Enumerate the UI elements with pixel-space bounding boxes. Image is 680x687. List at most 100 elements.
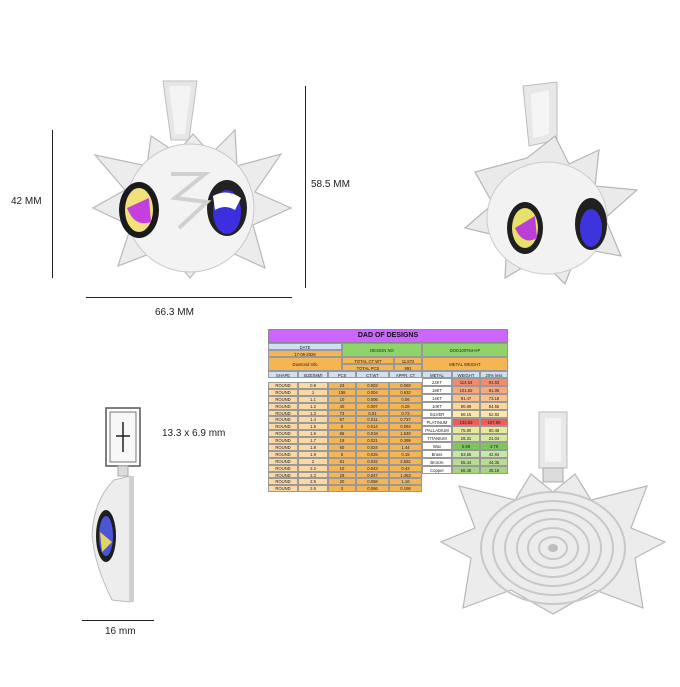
diamond-cell: ROUND [268,416,298,424]
diamond-cell: 81 [328,457,356,465]
diamond-cell: 0.025 [356,450,389,458]
diamond-cell: 0.73 [389,409,422,417]
diamond-cell: 1.5 [298,423,328,431]
diamond-cell: ROUND [268,464,298,472]
diamond-cell: 2 [298,457,328,465]
total-height-dimension-line [305,86,306,288]
total-pcs-label: TOTAL PCS [342,364,394,371]
diamond-cell: 1.8 [298,444,328,451]
diamond-cell: 0.9 [298,382,328,389]
diamond-cell: 0.28 [389,402,422,410]
diamond-cell: 73 [328,409,356,417]
metal-cell: 18KT [422,386,452,394]
diamond-cell: 0.047 [356,471,389,479]
diamond-cell: 0.198 [389,485,422,493]
metal-cell: 101.82 [452,386,480,394]
metal-cell: 64.55 [480,402,508,410]
metal-cell: 44.35 [480,458,508,466]
diamond-cell: 0.06 [389,395,422,403]
metal-weight-label: METAL WEIGHT [422,357,508,371]
diamond-cell: 0.018 [356,430,389,438]
diamond-cell: 2.2 [298,464,328,472]
depth-side-label: 16 mm [105,626,136,637]
spec-table-title: DAD OF DESIGNS [268,329,508,343]
diamond-header-cell: CT.WT [356,371,389,378]
diamond-info-label: Diamond Info [268,357,342,371]
diamond-cell: ROUND [268,409,298,417]
metal-cell: 55.44 [452,458,480,466]
metal-cell: 42.84 [480,450,508,458]
design-no-label: DESIGN NO [342,343,422,357]
metal-cell: 75.60 [452,426,480,434]
diamond-header-cell: SHAPE [268,371,298,378]
metal-header-cell: WEIGHT [452,371,480,378]
diamond-cell: 1.4 [298,416,328,424]
total-ct-wt-value: 11.872 [394,357,422,364]
total-ct-wt-label: TOTAL CT WT [342,357,394,364]
diamond-cell: 6 [328,450,356,458]
diamond-cell: 1.1 [298,395,328,403]
metal-cell: Wax [422,442,452,450]
diamond-cell: 1.3 [298,409,328,417]
diamond-cell: 10 [328,395,356,403]
metal-cell: 80.69 [452,402,480,410]
diamond-cell: 0.014 [356,423,389,431]
back-view-image [435,408,670,618]
diamond-cell: 0.032 [356,457,389,465]
diamond-cell: 0.15 [389,450,422,458]
metal-cell: 91.63 [480,378,508,386]
depth-dimension-line [82,620,154,621]
diamond-cell: ROUND [268,437,298,445]
metal-cell: 107.86 [480,418,508,426]
diamond-cell: ROUND [268,471,298,479]
metal-cell: 26.31 [452,434,480,442]
diamond-cell: 67 [328,416,356,424]
diamond-cell: 1.363 [389,471,422,479]
diamond-cell: 86 [328,430,356,438]
metal-cell: TITANIUM [422,434,452,442]
diamond-cell: 19 [328,437,356,445]
diamond-cell: ROUND [268,450,298,458]
diamond-header-cell: PCS [328,371,356,378]
diamond-cell: 0.006 [356,395,389,403]
width-dimension-line [86,297,292,298]
spec-table: DAD OF DESIGNS DATE 17-06-2026 DESIGN NO… [268,329,508,493]
diamond-cell: ROUND [268,388,298,396]
diamond-cell: ROUND [268,478,298,486]
metal-cell: SILVER [422,410,452,418]
metal-cell: 4.79 [480,442,508,450]
diamond-cell: 0.01 [356,409,389,417]
diamond-cell: 1.7 [298,437,328,445]
date-label: DATE [268,343,342,350]
diamond-cell: 20 [328,478,356,486]
diamond-cell: 1.6 [298,430,328,438]
metal-cell: 66.15 [452,410,480,418]
metal-cell: Brass [422,450,452,458]
diamond-cell: 0.069 [389,382,422,389]
diamond-cell: 10 [328,464,356,472]
metal-cell: 45.16 [480,466,508,474]
diamond-cell: 40 [328,402,356,410]
width-front-label: 66.3 MM [155,307,194,318]
diamond-cell: 1.9 [298,450,328,458]
diamond-cell: 1.16 [389,478,422,486]
diamond-cell: 6 [328,423,356,431]
diamond-cell: 2.3 [298,471,328,479]
diamond-cell: 1.2 [298,402,328,410]
diamond-cell: ROUND [268,430,298,438]
diamond-cell: 0.632 [389,388,422,396]
total-pcs-value: 891 [394,364,422,371]
